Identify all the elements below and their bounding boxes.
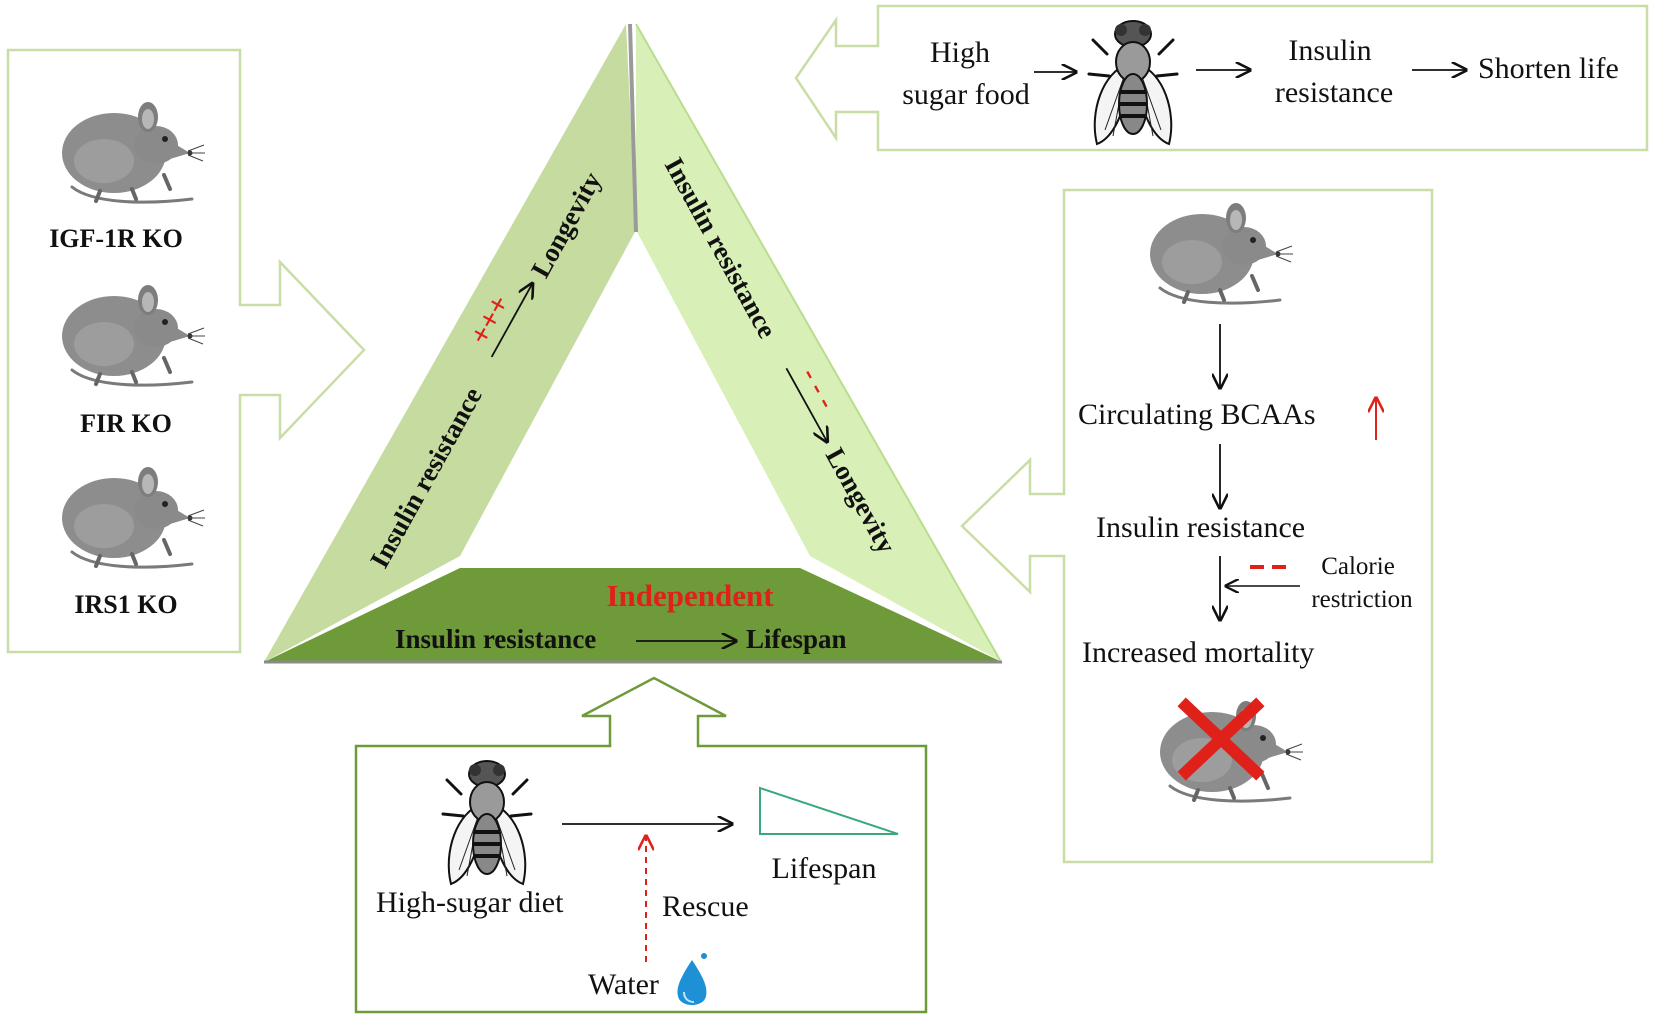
central-triangle: Insulin resistance +++ Longevity Insulin… [264, 23, 1002, 664]
mouse-label-igf1r: IGF-1R KO [49, 224, 183, 253]
right-intervention-line1: Calorie [1321, 553, 1395, 580]
mouse-icon [60, 283, 207, 388]
left-side-arrow [490, 284, 533, 358]
right-panel: Circulating BCAAs Insulin resistance Cal… [960, 188, 1434, 864]
top-step2-line2: resistance [1275, 76, 1393, 109]
bottom-side-title: Independent [606, 578, 774, 613]
mouse-icon [60, 465, 207, 570]
fly-icon [441, 759, 533, 886]
mouse-icon [60, 100, 207, 205]
top-panel: High sugar food Insulin resistance Short… [794, 4, 1649, 152]
water-drop-icon [677, 953, 707, 1005]
fly-icon [1087, 19, 1179, 146]
mouse-label-irs1: IRS1 KO [74, 590, 177, 619]
right-intervention-line2: restriction [1311, 586, 1413, 613]
right-step2: Insulin resistance [1096, 511, 1305, 544]
top-step1-line2: sugar food [902, 78, 1029, 111]
decrease-wedge-icon [759, 786, 899, 835]
bottom-water-label: Water [588, 968, 659, 1001]
right-side-arrow [785, 367, 827, 441]
mouse-label-fir: FIR KO [80, 409, 172, 438]
mouse-icon [1148, 201, 1295, 306]
red-cross-icon [1177, 697, 1265, 781]
right-step1: Circulating BCAAs [1078, 398, 1316, 431]
bottom-side-to: Lifespan [746, 624, 847, 654]
left-panel-arrow-outline [6, 48, 366, 654]
triangle-bottom-band [264, 568, 1002, 662]
bottom-rescue-label: Rescue [662, 890, 749, 923]
top-step1-line1: High [930, 36, 990, 69]
bottom-side-from: Insulin resistance [395, 624, 596, 654]
bottom-outcome-label: Lifespan [772, 852, 877, 885]
top-step2-line1: Insulin [1288, 34, 1371, 67]
top-panel-arrow-outline [794, 4, 1649, 152]
left-panel: IGF-1R KO FIR KO IRS1 KO [6, 48, 366, 654]
right-step3: Increased mortality [1082, 636, 1314, 669]
bottom-panel: Lifespan High-sugar diet Rescue Water [354, 676, 928, 1014]
bottom-panel-arrow-outline [354, 676, 928, 1014]
triangle-left-band [264, 24, 636, 662]
bottom-diet-label: High-sugar diet [376, 886, 564, 919]
top-step3: Shorten life [1478, 52, 1619, 85]
right-panel-arrow-outline [960, 188, 1434, 864]
